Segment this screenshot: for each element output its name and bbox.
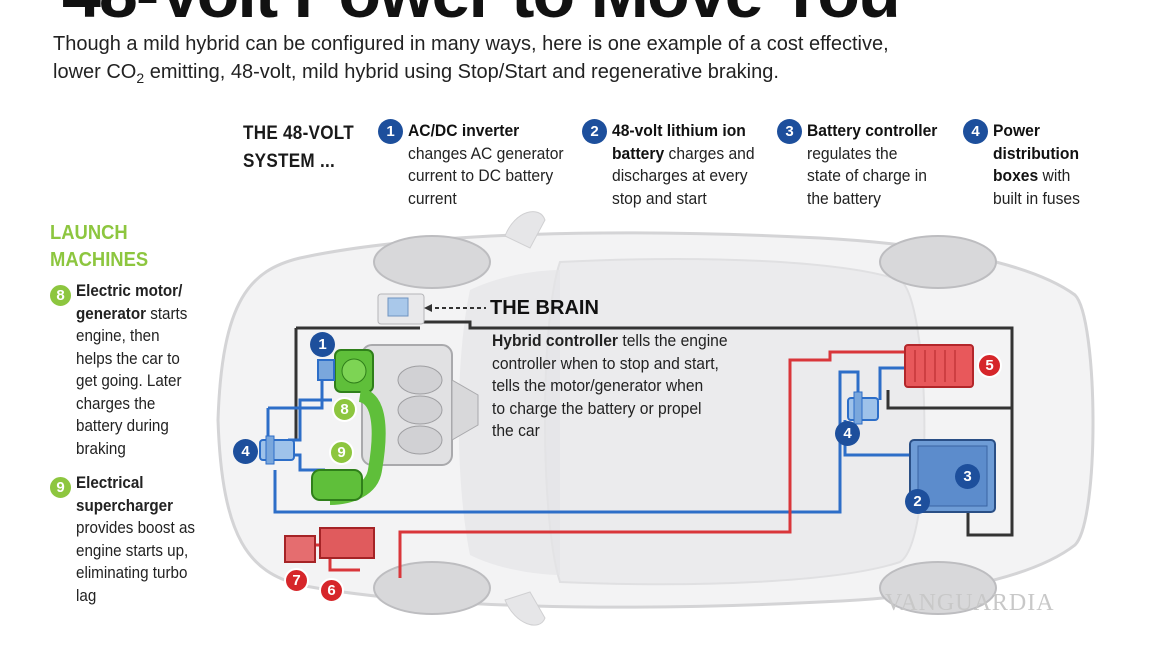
feature-4-badge: 4	[963, 119, 988, 144]
intro-line-2: lower CO2 emitting, 48-volt, mild hybrid…	[53, 61, 779, 86]
callout-battery: 2	[905, 489, 930, 514]
distribution-box-left	[259, 435, 295, 465]
hybrid-controller-text: Hybrid controller tells the engine contr…	[492, 331, 728, 440]
callout-controller: 3	[955, 464, 980, 489]
callout-5: 5	[977, 353, 1002, 378]
callout-inverter: 1	[310, 332, 335, 357]
callout-dist-right: 4	[835, 421, 860, 446]
distribution-box-right	[847, 391, 879, 425]
launch-9-text: Electrical supercharger provides boost a…	[76, 474, 195, 605]
callout-motor: 8	[332, 397, 357, 422]
watermark: VANGUARDIA	[885, 590, 1055, 616]
wheel-rear-left	[879, 235, 997, 289]
launch-machines-title: LAUNCH MACHINES	[50, 222, 149, 271]
feature-3-text: Battery controller regulates the state o…	[807, 121, 938, 208]
wheel-front-left	[373, 235, 491, 289]
callout-7: 7	[284, 568, 309, 593]
feature-2-text: 48-volt lithium ion battery charges and …	[612, 121, 755, 208]
inverter	[317, 359, 335, 381]
headline: 48-Volt Power to Move You	[62, 0, 901, 28]
mirror-left	[504, 211, 546, 249]
launch-8-badge: 8	[48, 283, 73, 308]
mirror-right	[504, 591, 546, 626]
callout-6: 6	[319, 578, 344, 603]
intro-line-1: Though a mild hybrid can be configured i…	[53, 33, 889, 55]
wheel-rear-right	[879, 561, 997, 615]
car-windshield	[458, 270, 560, 575]
launch-8-text: Electric motor/ generator starts engine,…	[76, 282, 188, 458]
intro-text: Though a mild hybrid can be configured i…	[53, 30, 1113, 92]
feature-1-badge: 1	[378, 119, 403, 144]
callout-dist-left: 4	[233, 439, 258, 464]
red-battery-12v	[284, 527, 375, 563]
feature-3-badge: 3	[777, 119, 802, 144]
callout-supercharger: 9	[329, 440, 354, 465]
control-wire	[294, 320, 1014, 537]
brain-label: THE BRAIN	[490, 297, 599, 319]
system-title: THE 48-VOLT SYSTEM ...	[243, 123, 354, 172]
red-module	[904, 344, 974, 388]
wheel-front-right	[373, 561, 491, 615]
feature-4-text: Power distribution boxes with built in f…	[993, 121, 1080, 208]
supercharger	[311, 388, 386, 505]
launch-9-badge: 9	[48, 475, 73, 500]
motor-generator	[334, 349, 374, 393]
feature-2-badge: 2	[582, 119, 607, 144]
feature-1-text: AC/DC inverter changes AC generator curr…	[408, 121, 564, 208]
